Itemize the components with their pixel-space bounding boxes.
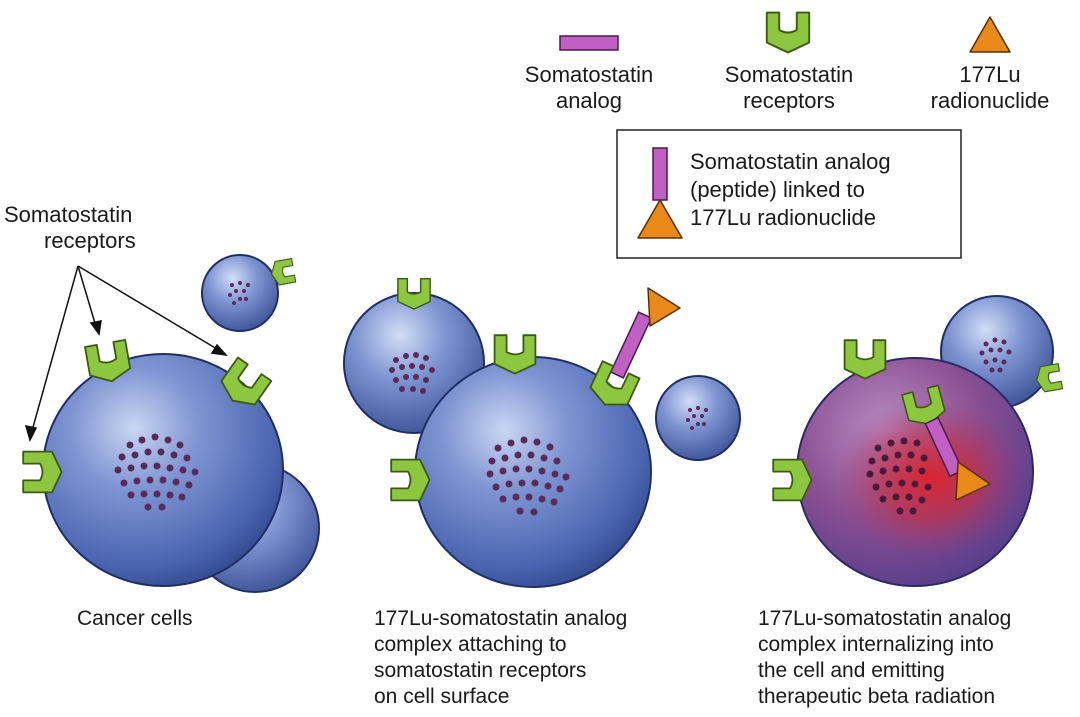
legend-label-analog-line2: analog — [556, 88, 622, 113]
complex-box-line1: Somatostatin analog — [690, 149, 891, 174]
legend-item-somatostatin-receptors: Somatostatin receptors — [725, 11, 853, 113]
nucleus-back-right — [979, 337, 1012, 373]
receptor-icon — [772, 458, 813, 502]
complex-box-line2: (peptide) linked to — [690, 177, 865, 202]
legend-label-lu-line1: 177Lu — [959, 62, 1020, 87]
receptor-icon — [22, 450, 63, 494]
annotation-arrows — [24, 265, 228, 443]
caption-panel3-line1: 177Lu-somatostatin analog — [758, 607, 1011, 630]
nucleus-middle-main — [486, 436, 570, 516]
receptor-icon — [493, 334, 537, 375]
orange-triangle-icon — [969, 16, 1011, 53]
legend-label-lu-line2: radionuclide — [931, 88, 1050, 113]
receptor-icon — [843, 339, 887, 380]
caption-panel2-line3: somatostatin receptors — [374, 659, 586, 682]
radionuclide-triangle-icon — [637, 199, 683, 239]
caption-panel1-line1: Cancer cells — [77, 607, 193, 630]
receptor-icon — [390, 458, 431, 502]
legend: Somatostatin analog Somatostatin recepto… — [525, 11, 1050, 259]
receptor-icon — [765, 11, 811, 54]
receptor-icon — [397, 277, 431, 310]
legend-label-analog-line1: Somatostatin — [525, 62, 653, 87]
legend-item-somatostatin-analog: Somatostatin analog — [525, 35, 653, 113]
legend-label-receptors-line1: Somatostatin — [725, 62, 853, 87]
internalized-complex — [901, 384, 991, 501]
annotation-label-line2: receptors — [44, 228, 136, 253]
nucleus-main — [114, 433, 199, 511]
cell-right-small — [655, 375, 741, 461]
legend-complex-box: Somatostatin analog (peptide) linked to … — [616, 129, 962, 259]
nucleus-small — [228, 281, 250, 305]
purple-bar-icon — [559, 35, 619, 51]
legend-item-177lu-radionuclide: 177Lu radionuclide — [931, 16, 1050, 113]
panel-internalizing: 177Lu-somatostatin analog complex intern… — [758, 295, 1064, 708]
caption-panel2-line4: on cell surface — [374, 685, 509, 708]
nucleus-right-small — [686, 406, 708, 430]
nucleus-left-small — [389, 352, 435, 394]
caption-panel2-line1: 177Lu-somatostatin analog — [374, 607, 627, 630]
complex-box-line3: 177Lu radionuclide — [690, 205, 876, 230]
cancer-cell-small — [201, 254, 279, 332]
legend-label-receptors-line2: receptors — [743, 88, 835, 113]
beta-radiation-glow — [835, 398, 1025, 558]
caption-panel2-line2: complex attaching to — [374, 633, 567, 656]
panel-attaching: 177Lu-somatostatin analog complex attach… — [343, 277, 741, 708]
nucleus-internalizing — [866, 437, 932, 515]
caption-panel3-line2: complex internalizing into — [758, 633, 994, 656]
caption-panel3-line4: therapeutic beta radiation — [758, 685, 995, 708]
bound-complex — [585, 287, 681, 415]
panel-cancer-cells: Somatostatin receptors — [4, 202, 320, 630]
peptide-bar-icon — [652, 147, 668, 201]
annotation-label-line1: Somatostatin — [4, 202, 132, 227]
caption-panel3-line3: the cell and emitting — [758, 659, 945, 682]
